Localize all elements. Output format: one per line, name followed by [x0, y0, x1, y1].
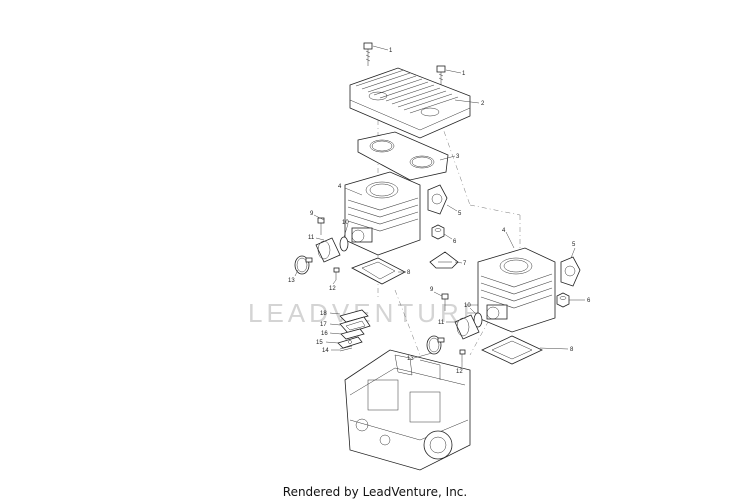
callout-6: 6	[587, 298, 591, 304]
o-ring-right	[473, 312, 483, 328]
callout-1: 1	[389, 48, 393, 54]
clamp-left	[294, 255, 313, 275]
exhaust-gasket-left	[427, 184, 448, 215]
callout-5: 5	[572, 242, 576, 248]
callout-4: 4	[502, 228, 506, 234]
callout-10: 10	[342, 220, 349, 226]
exhaust-gasket-right	[560, 256, 581, 287]
callout-10: 10	[464, 303, 471, 309]
callout-8: 8	[407, 270, 411, 276]
screw-right	[459, 349, 466, 362]
callout-12: 12	[456, 369, 463, 375]
callout-14: 14	[322, 348, 329, 354]
callout-5: 5	[458, 211, 462, 217]
callout-labels: 1 1 2 3 4 4 5 5 6 6 7 8 8 9 9 10 10 11 1…	[288, 48, 591, 375]
clamp-right	[426, 335, 445, 355]
intake-adaptor-right	[454, 314, 480, 340]
callout-18: 18	[320, 311, 327, 317]
cylinder-left	[344, 171, 421, 256]
callout-4: 4	[338, 184, 342, 190]
callout-1: 1	[462, 71, 466, 77]
nut-right	[556, 292, 570, 308]
o-ring-left	[339, 236, 349, 252]
footer-credit: Rendered by LeadVenture, Inc.	[282, 485, 468, 499]
reed-gasket-18	[339, 309, 369, 323]
base-gasket-left	[351, 257, 406, 285]
callout-9: 9	[430, 287, 434, 293]
callout-12: 12	[329, 286, 336, 292]
callout-15: 15	[316, 340, 323, 346]
callout-13: 13	[407, 356, 414, 362]
head-bolt-2	[436, 65, 446, 86]
callout-2: 2	[481, 101, 485, 107]
stud-right	[441, 293, 449, 311]
callout-6: 6	[453, 239, 457, 245]
bracket	[429, 251, 459, 269]
callout-7: 7	[463, 261, 467, 267]
screw-left	[333, 267, 340, 280]
callout-17: 17	[320, 322, 327, 328]
callout-8: 8	[570, 347, 574, 353]
reed-cage-17	[339, 316, 371, 334]
callout-16: 16	[321, 331, 328, 337]
nut-left	[431, 224, 445, 240]
callout-13: 13	[288, 278, 295, 284]
callout-9: 9	[310, 211, 314, 217]
head-gasket	[357, 131, 449, 181]
alignment-lines	[377, 119, 521, 356]
reed-petal-16	[340, 328, 365, 340]
cylinder-head	[349, 67, 471, 139]
callout-11: 11	[438, 320, 445, 326]
callout-3: 3	[456, 154, 460, 160]
cylinder-right	[477, 247, 556, 333]
crankcase	[344, 349, 471, 471]
reed-screw-14	[339, 345, 353, 352]
callout-11: 11	[308, 235, 315, 241]
head-bolt-1	[363, 42, 373, 66]
stud-left	[317, 217, 325, 235]
base-gasket-right	[481, 335, 543, 365]
intake-adaptor-left	[315, 237, 341, 263]
leader-lines	[294, 45, 585, 367]
reed-stopper-15	[337, 336, 363, 349]
